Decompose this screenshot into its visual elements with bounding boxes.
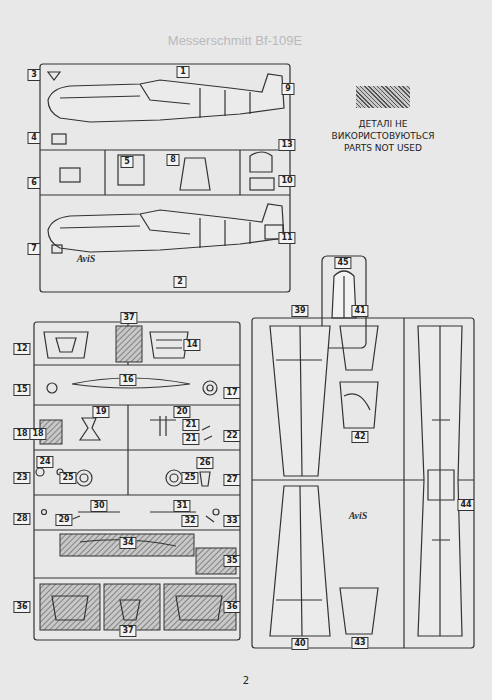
brand-logo: AviS (349, 510, 368, 521)
callout-number: 42 (351, 431, 368, 443)
callout-number: 14 (183, 339, 200, 351)
callout-number: 20 (173, 406, 190, 418)
callout-number: 26 (196, 457, 213, 469)
callout-number: 10 (278, 175, 295, 187)
callout-number: 37 (120, 312, 137, 324)
callout-number: 2 (174, 276, 187, 288)
callout-number: 21 (182, 433, 199, 445)
callout-number: 5 (121, 156, 134, 168)
callout-number: 13 (278, 139, 295, 151)
callout-number: 18 (29, 428, 46, 440)
callout-number: 18 (13, 428, 30, 440)
callout-number: 12 (13, 343, 30, 355)
callout-number: 34 (119, 537, 136, 549)
callout-number: 45 (334, 257, 351, 269)
callout-number: 7 (28, 243, 41, 255)
callout-number: 1 (177, 66, 190, 78)
callout-number: 19 (92, 406, 109, 418)
callout-number: 22 (223, 430, 240, 442)
callout-number: 25 (59, 472, 76, 484)
callout-number: 36 (223, 601, 240, 613)
callout-number: 41 (351, 305, 368, 317)
callout-number: 32 (181, 515, 198, 527)
callout-number: 8 (167, 154, 180, 166)
callout-number: 30 (90, 500, 107, 512)
callout-number: 17 (223, 387, 240, 399)
callout-number: 21 (182, 419, 199, 431)
brand-logo: AviS (77, 253, 96, 264)
callout-number: 39 (291, 305, 308, 317)
legend: ДЕТАЛІ НЕ ВИКОРИСТОВУЮТЬСЯ PARTS NOT USE… (318, 86, 448, 154)
callout-number: 40 (291, 638, 308, 650)
callout-number: 11 (278, 232, 295, 244)
callout-number: 15 (13, 384, 30, 396)
callout-number: 3 (28, 69, 41, 81)
callout-number: 28 (13, 513, 30, 525)
callout-number: 37 (119, 625, 136, 637)
callout-number: 29 (55, 514, 72, 526)
callout-number: 31 (173, 500, 190, 512)
sheet-title: Messerschmitt Bf-109E (168, 33, 302, 48)
callout-number: 16 (119, 374, 136, 386)
callout-number: 43 (351, 637, 368, 649)
callout-number: 6 (28, 177, 41, 189)
callout-number: 35 (223, 555, 240, 567)
callout-number: 23 (13, 472, 30, 484)
callout-number: 9 (282, 83, 295, 95)
callout-number: 24 (36, 456, 53, 468)
hatch-swatch (356, 86, 410, 108)
callout-number: 36 (13, 601, 30, 613)
legend-text: ДЕТАЛІ НЕ ВИКОРИСТОВУЮТЬСЯ PARTS NOT USE… (318, 118, 448, 154)
callout-number: 44 (457, 499, 474, 511)
page-number: 2 (243, 675, 249, 686)
callout-number: 33 (223, 515, 240, 527)
callout-number: 25 (181, 472, 198, 484)
callout-number: 27 (223, 474, 240, 486)
callout-number: 4 (28, 132, 41, 144)
